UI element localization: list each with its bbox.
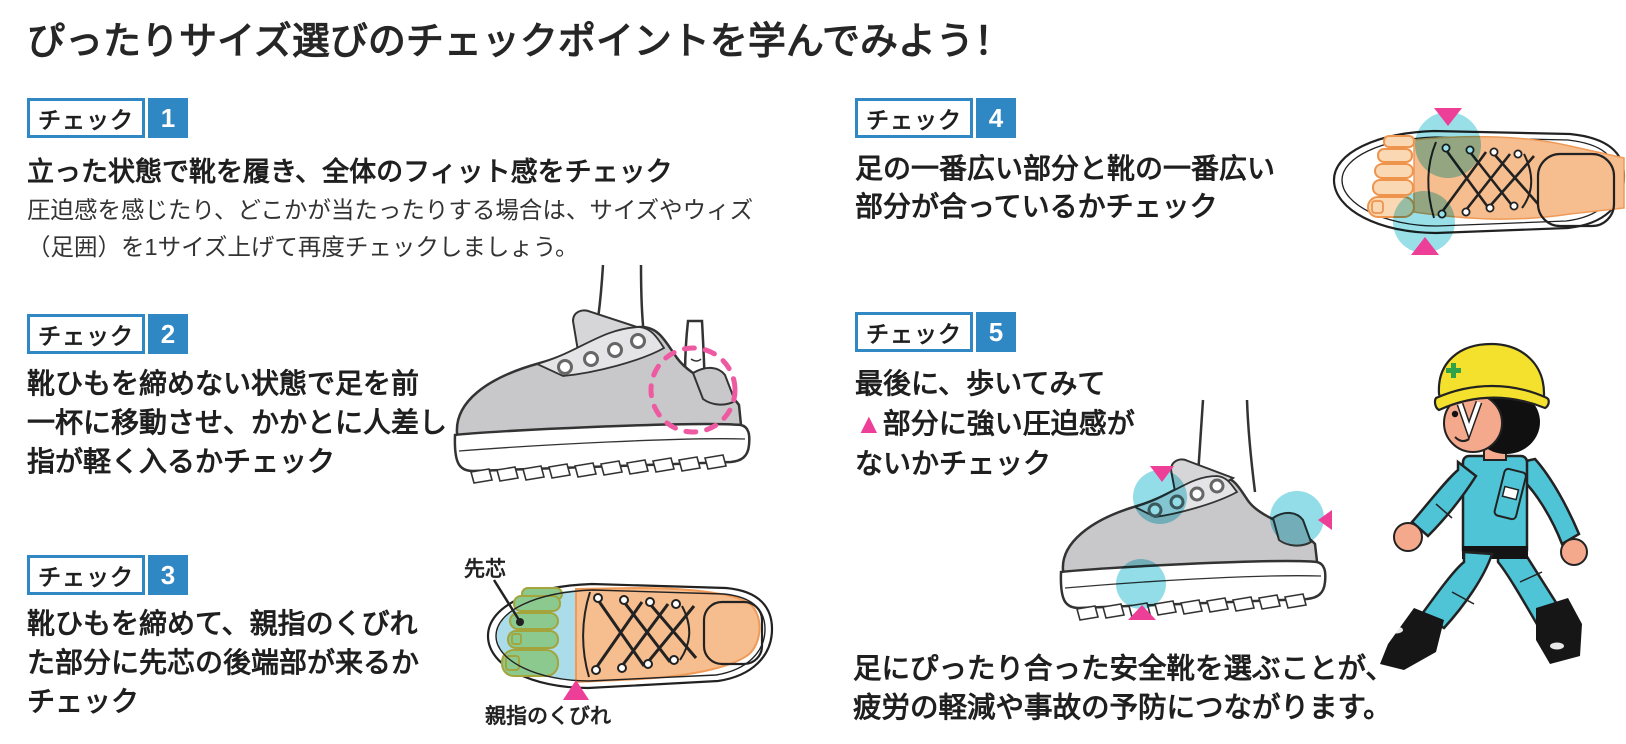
check4-badge-label: チェック xyxy=(855,98,973,138)
chest-pocket xyxy=(1493,467,1527,521)
triangle-marker-bottom xyxy=(1411,237,1439,255)
pressure-circle-heel xyxy=(1270,491,1324,545)
check3-line1: 靴ひもを締めて、親指のくびれ xyxy=(27,608,418,639)
check5-badge-number: 5 xyxy=(976,312,1016,352)
check4-badge: チェック 4 xyxy=(855,98,1016,138)
check4-badge-number: 4 xyxy=(976,98,1016,138)
green-cross-logo xyxy=(1446,363,1461,378)
widest-part-circle-top xyxy=(1415,112,1481,178)
check1-body-line2: （足囲）を1サイズ上げて再度チェックしましょう。 xyxy=(27,234,579,260)
check4-line2: 部分が合っているかチェック xyxy=(855,191,1218,222)
sole-cleats xyxy=(1075,593,1308,621)
eye xyxy=(1451,410,1459,418)
toecap-label-group: 先芯 xyxy=(464,558,524,626)
triangle-marker-top xyxy=(1150,466,1174,482)
pressure-circle-instep xyxy=(1133,470,1187,524)
page-title: ぴったりサイズ選びのチェックポイントを学んでみよう！ xyxy=(27,21,1012,63)
check3-badge-number: 3 xyxy=(148,555,188,595)
worker-character xyxy=(1352,330,1626,690)
footer-message: 足にぴったり合った安全靴を選ぶことが、 疲労の軽減や事故の予防につながります。 xyxy=(853,650,1394,728)
check2-line3: 指が軽く入るかチェック xyxy=(27,446,336,477)
back-hand xyxy=(1560,538,1588,566)
toecap-label: 先芯 xyxy=(464,558,506,581)
check1-body: 圧迫感を感じたり、どこかが当たったりする場合は、サイズやウィズ （足囲）を1サイ… xyxy=(27,192,753,266)
shoe-top-view xyxy=(486,582,774,690)
laces xyxy=(591,593,698,675)
pink-triangle-marker: ▲ xyxy=(855,408,883,439)
back-boot xyxy=(1536,598,1582,664)
front-arm xyxy=(1393,459,1478,552)
heel-collar xyxy=(702,600,764,666)
check4-illustration xyxy=(1318,96,1626,266)
check1-heading: 立った状態で靴を履き、全体のフィット感をチェック xyxy=(27,157,673,187)
check2-line2: 一杯に移動させ、かかとに人差し xyxy=(27,407,448,438)
check5-badge-label: チェック xyxy=(855,312,973,352)
smile xyxy=(1454,436,1470,443)
check5-text: 最後に、歩いてみて ▲部分に強い圧迫感が ないかチェック xyxy=(855,364,1135,484)
check3-badge-label: チェック xyxy=(27,555,145,595)
sole-cleats xyxy=(469,454,728,484)
check2-text: 靴ひもを締めない状態で足を前 一杯に移動させ、かかとに人差し 指が軽く入るかチェ… xyxy=(27,364,447,481)
toe-notch-label: 親指のくびれ xyxy=(485,705,611,728)
foot-overlay xyxy=(575,586,761,684)
footer-line2: 疲労の軽減や事故の予防につながります。 xyxy=(853,692,1392,724)
pressure-circle-ball xyxy=(1116,559,1166,609)
check5-illustration xyxy=(1005,398,1335,633)
back-arm xyxy=(1515,457,1588,566)
check2-badge-number: 2 xyxy=(148,314,188,354)
check1-badge-number: 1 xyxy=(148,98,188,138)
footer-line1: 足にぴったり合った安全靴を選ぶことが、 xyxy=(853,653,1394,685)
triangle-marker-top xyxy=(1434,108,1462,126)
check5-line3: ないかチェック xyxy=(855,448,1052,479)
widest-part-circle-bottom xyxy=(1393,191,1455,253)
triangle-marker-heel xyxy=(1318,510,1332,530)
check5-line2: ▲部分に強い圧迫感が xyxy=(855,408,1135,439)
check2-badge: チェック 2 xyxy=(27,314,188,354)
check3-badge: チェック 3 xyxy=(27,555,188,595)
check4-text: 足の一番広い部分と靴の一番広い 部分が合っているかチェック xyxy=(855,150,1275,226)
heel-check-dashed-circle xyxy=(648,345,738,435)
check3-text: 靴ひもを締めて、親指のくびれ た部分に先芯の後端部が来るか チェック xyxy=(27,604,419,721)
check3-line2: た部分に先芯の後端部が来るか xyxy=(27,647,420,678)
check1-body-line1: 圧迫感を感じたり、どこかが当たったりする場合は、サイズやウィズ xyxy=(27,197,754,223)
check4-line1: 足の一番広い部分と靴の一番広い xyxy=(855,153,1276,184)
check2-illustration xyxy=(445,263,755,498)
safety-shoe-side xyxy=(453,309,751,484)
check3-illustration: 先芯 親指のくびれ xyxy=(430,530,775,744)
check2-line1: 靴ひもを締めない状態で足を前 xyxy=(27,368,420,399)
front-leg xyxy=(1380,550,1494,670)
heel-collar xyxy=(1536,152,1616,228)
front-hand xyxy=(1393,522,1423,552)
back-leg xyxy=(1496,548,1582,664)
check5-line1: 最後に、歩いてみて xyxy=(855,368,1106,399)
check1-badge-label: チェック xyxy=(27,98,145,138)
check1-badge: チェック 1 xyxy=(27,98,188,138)
check3-line3: チェック xyxy=(27,686,140,717)
front-boot xyxy=(1380,608,1444,670)
check5-badge: チェック 5 xyxy=(855,312,1016,352)
chin-strap xyxy=(1456,400,1483,441)
toe-notch-triangle-marker xyxy=(563,680,589,700)
triangle-marker-bottom xyxy=(1128,605,1156,620)
helmet xyxy=(1433,342,1550,412)
check2-badge-label: チェック xyxy=(27,314,145,354)
